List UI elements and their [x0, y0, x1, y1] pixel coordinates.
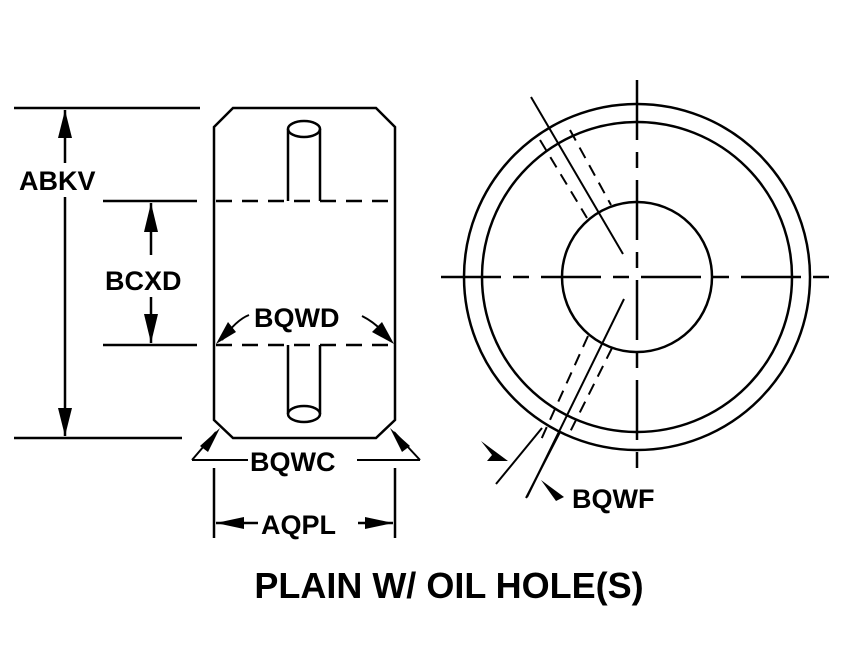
oil-hole-wall [567, 347, 613, 437]
oil-hole-top [286, 119, 322, 201]
arrowhead-up [144, 203, 158, 232]
arrowhead [216, 322, 236, 344]
drawing-title: PLAIN W/ OIL HOLE(S) [254, 565, 643, 606]
arrowhead-down [144, 314, 158, 343]
arrowhead-right [365, 517, 393, 529]
bqwf-extension [525, 431, 561, 499]
oil-hole-bottom [286, 345, 322, 424]
side-view: ABKV BCXD BQWD BQWC AQPL [14, 106, 421, 540]
arrowhead [390, 428, 410, 452]
label-bcxd: BCXD [105, 266, 182, 296]
end-view: BQWF [441, 80, 836, 514]
arrowhead-down [58, 408, 72, 436]
label-bqwd: BQWD [254, 303, 339, 333]
arrowhead [200, 428, 220, 452]
oil-hole-axis-upper [530, 96, 624, 255]
arrowhead-up [58, 110, 72, 138]
oil-hole-wall [569, 129, 612, 206]
arrowhead [541, 480, 564, 501]
bushing-outline [212, 106, 397, 440]
label-bqwf: BQWF [572, 484, 654, 514]
arrowhead [481, 441, 508, 461]
bqwf-extension [495, 427, 543, 485]
label-aqpl: AQPL [261, 510, 336, 540]
arrowhead-left [216, 517, 244, 529]
oil-hole-wall [539, 139, 588, 219]
label-abkv: ABKV [19, 166, 96, 196]
arrowhead [372, 322, 394, 344]
label-bqwc: BQWC [250, 447, 335, 477]
